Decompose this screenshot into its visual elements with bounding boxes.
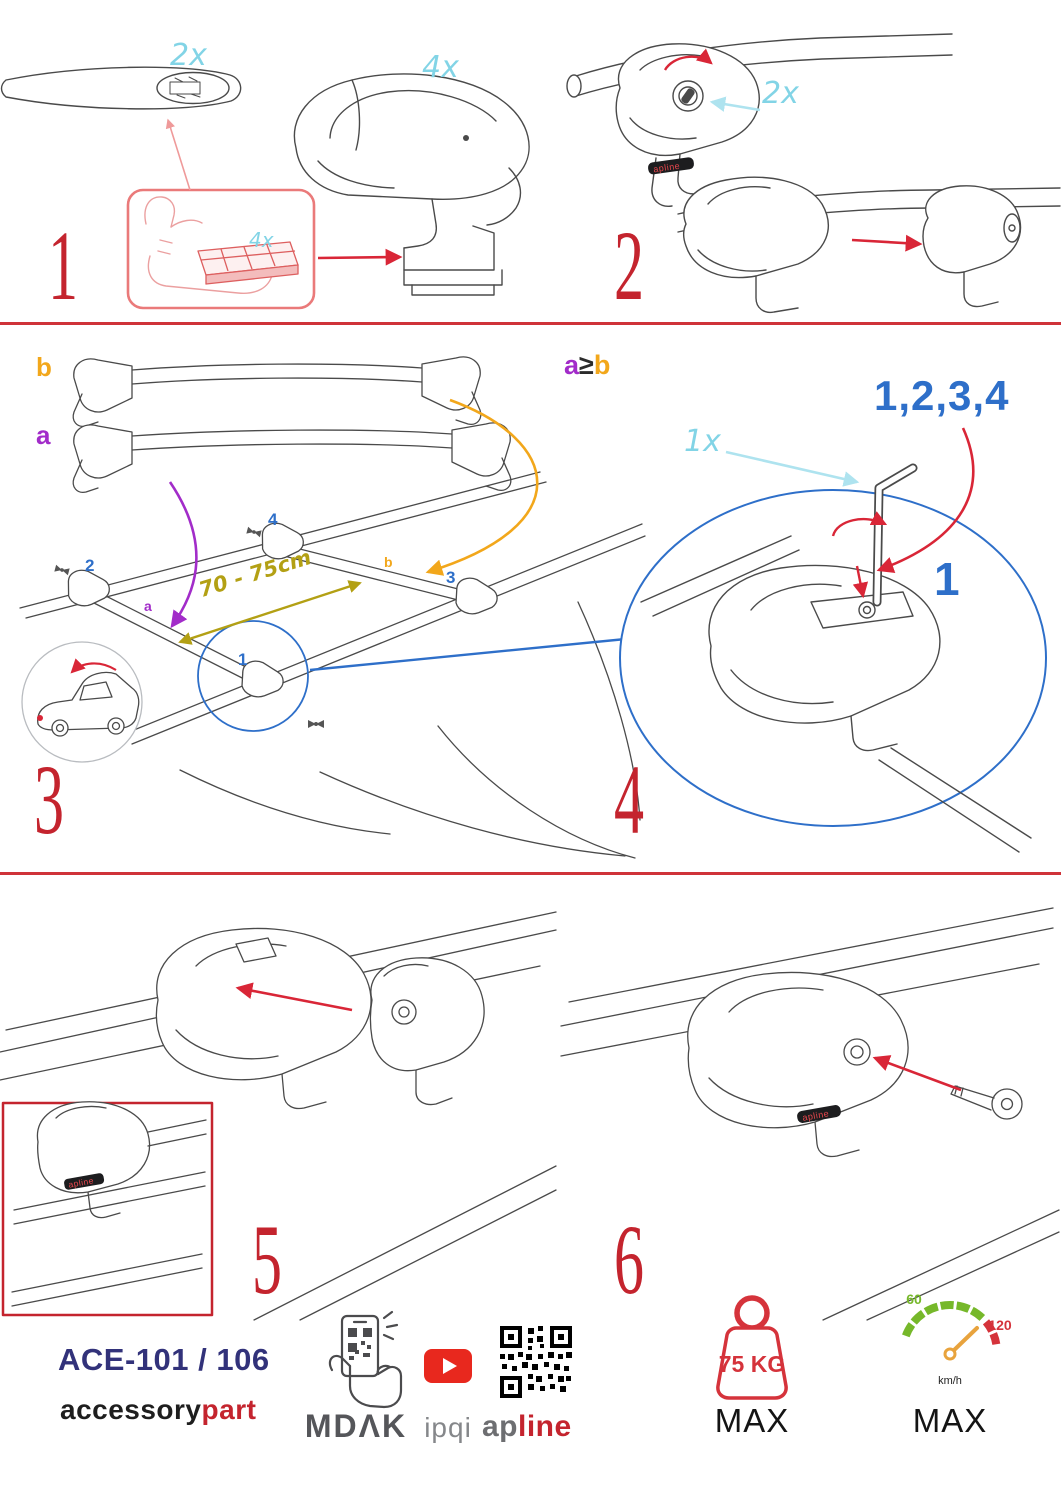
rubber-pad-illustration	[197, 241, 299, 285]
car-inset	[21, 641, 143, 763]
qr-code	[500, 1326, 572, 1398]
section-divider-2	[0, 872, 1061, 875]
speed-high-label: 120	[988, 1317, 1012, 1333]
bolt-order-label: 1	[934, 553, 960, 605]
pad-inset	[126, 188, 316, 310]
lock-qty-label: 2x	[762, 76, 799, 111]
key-illustration	[950, 1085, 1023, 1120]
speed-low-label: 60	[906, 1291, 922, 1307]
crossbar-illustration	[0, 66, 242, 110]
mount-direction-arrow	[70, 658, 117, 674]
step-1-illustration	[0, 66, 530, 310]
apline-foot-logo: apline	[653, 161, 681, 175]
step-4-illustration	[619, 427, 1047, 853]
section-divider-1	[0, 322, 1061, 325]
weight-value: 75 KG	[719, 1351, 785, 1377]
apline-foot-logo: apline	[68, 1175, 95, 1189]
brand-accessory: accessory	[60, 1394, 202, 1425]
lock-foot-illustration	[687, 971, 909, 1158]
max-speed-icon: 60 120 km/h	[902, 1291, 1012, 1387]
tighten-sequence-label: 1,2,3,4	[874, 372, 1010, 419]
bar-b-placement-arrow	[425, 398, 539, 576]
position-4-label: 4	[268, 510, 278, 529]
zoom-pointer-arrow	[309, 631, 639, 672]
step-6-number: 6	[614, 1204, 644, 1315]
sequence-to-bolt-arrow	[876, 427, 975, 573]
max-weight-icon: 75 KG	[716, 1295, 788, 1400]
turn-key-arrow	[663, 48, 713, 71]
apline-foot-logo: apline	[802, 1108, 830, 1123]
step-3-illustration	[19, 356, 646, 859]
crossbar-qty-label: 2x	[170, 38, 207, 73]
position-3-label: 3	[446, 568, 456, 587]
apline-wordmark: apline	[482, 1410, 572, 1444]
youtube-icon	[424, 1349, 472, 1383]
inset-foot-illustration	[1, 1101, 214, 1317]
ipqi-wordmark: ipqi	[424, 1412, 472, 1443]
arrow-a-label: a	[144, 598, 152, 614]
clamp-foot-illustration	[293, 73, 530, 296]
pad-to-bar-pointer	[165, 118, 191, 191]
apline-line: line	[518, 1410, 572, 1443]
lock-qty-pointer	[709, 96, 761, 112]
rotate-key-arrow	[831, 511, 888, 537]
bar-b-illustration	[72, 356, 482, 427]
roof-illustration	[19, 471, 646, 859]
tool-qty-pointer	[725, 450, 860, 487]
step-2-illustration: apline	[566, 33, 1061, 314]
step-6-illustration: apline	[560, 907, 1060, 1321]
attach-endcap-arrow	[851, 234, 923, 252]
attach-cover-arrow	[235, 982, 353, 1012]
speed-max-label: MAX	[912, 1402, 988, 1439]
brand-part: part	[201, 1394, 257, 1425]
a-ge-b-condition: a≥b	[564, 350, 610, 381]
step-5-illustration: apline	[0, 911, 557, 1321]
insert-pad-arrow	[317, 248, 403, 266]
cond-a: a	[564, 350, 580, 380]
position-1-label: 1	[238, 650, 248, 669]
insert-key-arrow	[872, 1055, 962, 1092]
step-4-number: 4	[614, 744, 644, 855]
product-model: ACE-101 / 106	[58, 1342, 270, 1377]
bar-a-illustration	[72, 422, 512, 493]
key-in-lock	[681, 88, 695, 104]
weight-max-label: MAX	[714, 1402, 790, 1439]
position-2-label: 2	[85, 556, 95, 575]
step-3-number: 3	[34, 744, 64, 855]
foot-qty-label: 4x	[422, 50, 459, 85]
endcap-assembly-illustration	[677, 176, 1061, 314]
foot-cover-illustration	[155, 927, 485, 1110]
pad-qty-label: 4x	[249, 228, 274, 252]
apline-ap: ap	[482, 1410, 519, 1443]
step-1-number: 1	[48, 210, 78, 321]
bar-b-label: b	[36, 352, 52, 382]
cond-operator: ≥	[579, 350, 594, 380]
step-2-number: 2	[614, 210, 644, 321]
mdak-phone-hand-icon	[328, 1310, 403, 1409]
cond-b: b	[593, 350, 611, 380]
bar-a-label: a	[36, 420, 51, 450]
span-measure-arrow	[178, 580, 362, 645]
bar-a-placement-arrow	[168, 481, 198, 629]
wing-bolt-icons	[54, 526, 324, 728]
speed-unit-label: km/h	[938, 1375, 962, 1387]
tool-qty-label: 1x	[684, 424, 721, 459]
arrow-b-label: b	[384, 554, 393, 570]
mdak-wordmark: MDΛK	[304, 1408, 408, 1444]
lock-foot-illustration	[566, 33, 953, 207]
brand-wordmark: accessorypart	[60, 1394, 256, 1426]
step-5-number: 5	[252, 1204, 282, 1315]
press-down-arrow	[852, 565, 869, 599]
